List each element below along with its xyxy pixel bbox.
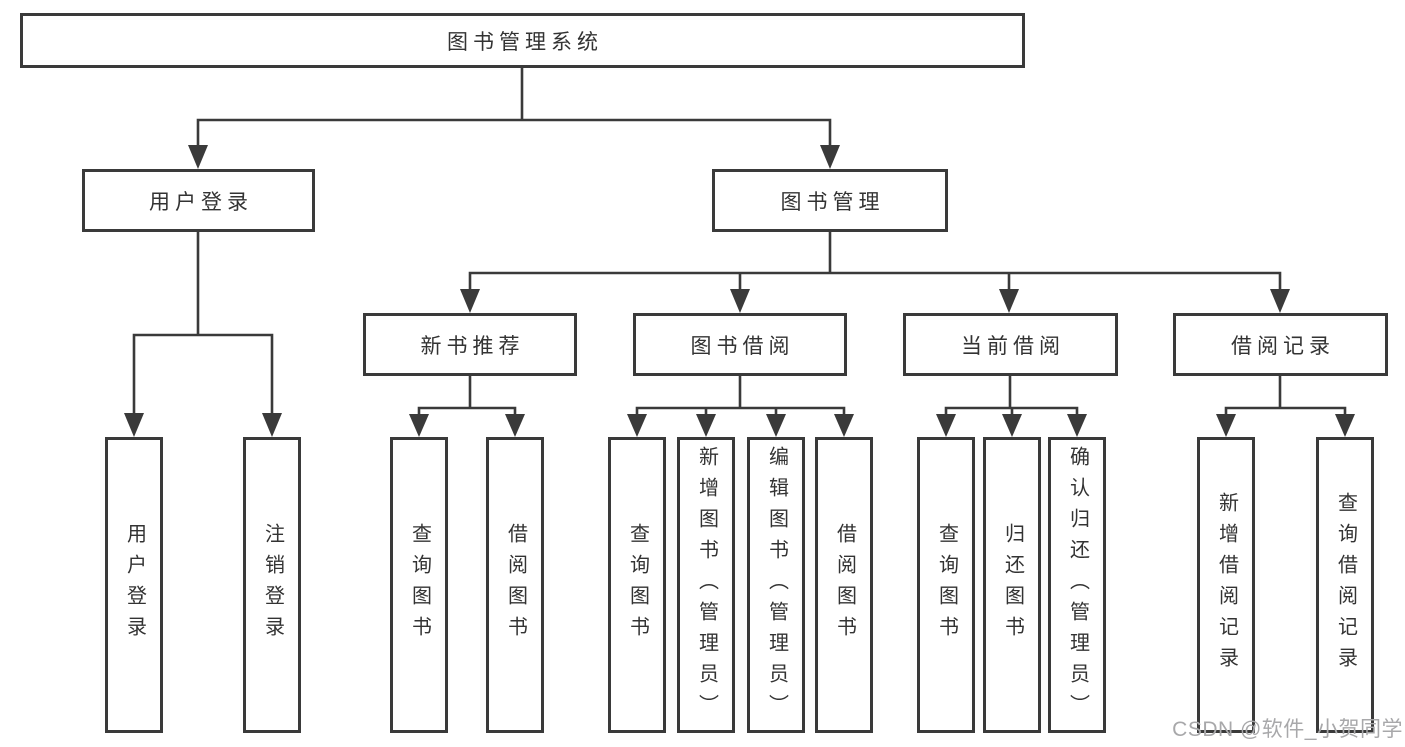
leaf-query-borrow-record: 查询借阅记录 [1316, 437, 1374, 733]
leaf-label: 借阅图书 [833, 523, 856, 647]
arrow-down-icon [1216, 414, 1236, 437]
leaf-add-book-admin: 新增图书（管理员） [677, 437, 735, 733]
node-book-management: 图书管理 [712, 169, 948, 232]
arrow-down-icon [124, 413, 144, 437]
node-book-borrowing: 图书借阅 [633, 313, 847, 376]
leaf-return-books: 归还图书 [983, 437, 1041, 733]
connector-current-borrow-to-leaves [944, 376, 1079, 420]
arrow-down-icon [505, 414, 525, 437]
leaf-label: 确认归还（管理员） [1066, 445, 1089, 725]
node-label: 当前借阅 [961, 334, 1065, 358]
node-label: 图书管理 [780, 190, 885, 214]
csdn-watermark: CSDN @软件_小贺同学 [1172, 718, 1403, 741]
connector-new-book-to-leaves [417, 376, 517, 420]
leaf-query-books: 查询图书 [390, 437, 448, 733]
leaf-query-books: 查询图书 [608, 437, 666, 733]
leaf-query-books: 查询图书 [917, 437, 975, 733]
leaf-label: 借阅图书 [504, 523, 527, 647]
leaf-add-borrow-record: 新增借阅记录 [1197, 437, 1255, 733]
arrow-down-icon [409, 414, 429, 437]
leaf-borrow-books: 借阅图书 [815, 437, 873, 733]
node-user-login: 用户登录 [82, 169, 315, 232]
connector-borrow-records-to-leaves [1224, 376, 1347, 420]
node-borrow-records: 借阅记录 [1173, 313, 1388, 376]
arrow-down-icon [262, 413, 282, 437]
arrow-down-icon [627, 414, 647, 437]
node-label: 图书借阅 [690, 334, 795, 358]
leaf-label: 编辑图书（管理员） [765, 445, 788, 725]
leaf-label: 用户登录 [123, 523, 146, 647]
arrow-down-icon [1002, 414, 1022, 437]
arrow-down-icon [936, 414, 956, 437]
leaf-label: 查询借阅记录 [1334, 492, 1357, 678]
leaf-label: 新增借阅记录 [1215, 492, 1238, 678]
arrow-down-icon [460, 289, 480, 313]
connector-book-borrow-to-leaves [635, 376, 846, 420]
leaf-label: 注销登录 [261, 523, 284, 647]
node-label: 借阅记录 [1231, 334, 1335, 358]
leaf-user-login: 用户登录 [105, 437, 163, 733]
connector-root-to-level2 [196, 68, 832, 150]
arrow-down-icon [730, 289, 750, 313]
arrow-down-icon [820, 145, 840, 169]
node-new-book-recommend: 新书推荐 [363, 313, 577, 376]
leaf-confirm-return-admin: 确认归还（管理员） [1048, 437, 1106, 733]
arrow-down-icon [834, 414, 854, 437]
arrow-down-icon [1067, 414, 1087, 437]
node-current-borrowing: 当前借阅 [903, 313, 1118, 376]
arrow-down-icon [188, 145, 208, 169]
node-label: 图书管理系统 [447, 30, 603, 54]
arrow-down-icon [1270, 289, 1290, 313]
leaf-label: 查询图书 [408, 523, 431, 647]
leaf-label: 归还图书 [1001, 523, 1024, 647]
arrow-down-icon [1335, 414, 1355, 437]
arrow-down-icon [766, 414, 786, 437]
node-label: 新书推荐 [420, 334, 525, 358]
leaf-label: 新增图书（管理员） [695, 445, 718, 725]
leaf-label: 查询图书 [626, 523, 649, 647]
arrow-down-icon [999, 289, 1019, 313]
leaf-label: 查询图书 [935, 523, 958, 647]
connector-book-mgmt-to-level3 [468, 232, 1282, 294]
arrowheads [124, 145, 1355, 437]
connector-user-login-to-leaves [132, 232, 274, 418]
leaf-edit-book-admin: 编辑图书（管理员） [747, 437, 805, 733]
leaf-borrow-books: 借阅图书 [486, 437, 544, 733]
leaf-logout: 注销登录 [243, 437, 301, 733]
node-label: 用户登录 [149, 190, 253, 214]
node-library-management-system: 图书管理系统 [20, 13, 1025, 68]
arrow-down-icon [696, 414, 716, 437]
